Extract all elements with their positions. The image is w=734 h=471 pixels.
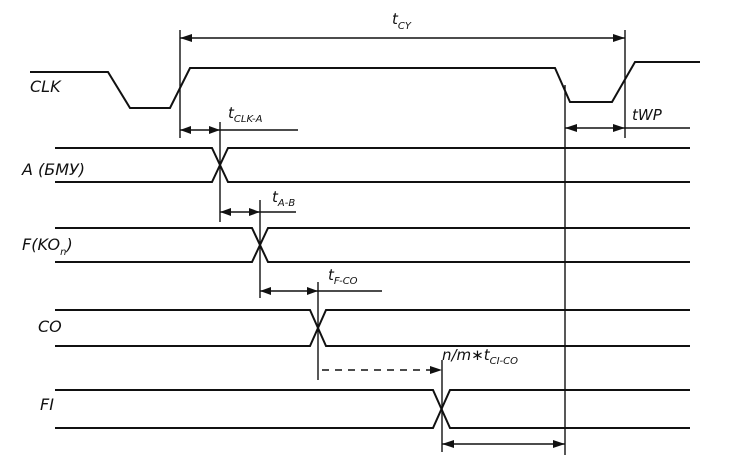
clk-waveform	[30, 61, 700, 109]
tcy-dimension	[180, 34, 625, 42]
tcy-label: tCY	[392, 10, 412, 32]
tfco-label-subscript: F-CO	[334, 276, 358, 287]
tci-co-label-subscript: CI-CO	[490, 356, 519, 367]
tfco-label-main: t	[328, 266, 335, 284]
f-signal-label-main: F(KO	[22, 235, 60, 254]
tfco-label: tF-CO	[328, 266, 358, 287]
reference-lines	[179, 30, 626, 455]
tfco-dimension	[260, 287, 382, 295]
tclka-dimension	[180, 126, 298, 134]
tci-co-dimension	[322, 366, 442, 374]
tcy-label-main: t	[392, 10, 399, 28]
fi-label: FI	[40, 395, 54, 414]
f-waveform	[55, 227, 690, 263]
tci-co-label-main: n/m∗t	[442, 346, 491, 364]
f-signal-label-subscript: n	[60, 247, 66, 258]
co-waveform	[55, 309, 690, 347]
tab-label: tA-B	[272, 188, 295, 209]
f-signal-label-close: )	[65, 235, 72, 254]
tab-label-subscript: A-B	[277, 198, 295, 209]
f-signal-label: F(KOn)	[22, 235, 73, 258]
co-label: CO	[38, 317, 62, 336]
twp-label: tWP	[632, 106, 663, 124]
tci-co-label: n/m∗tCI-CO	[442, 346, 518, 367]
tclka-label-subscript: CLK-A	[234, 114, 263, 125]
twp-dimension	[565, 124, 690, 132]
tab-dimension	[220, 208, 296, 216]
fi-setup-dimension	[442, 440, 565, 448]
tcy-label-subscript: CY	[398, 21, 412, 32]
clk-label: CLK	[30, 77, 62, 96]
fi-waveform	[55, 389, 690, 429]
tclka-label-main: t	[228, 104, 235, 122]
tab-label-main: t	[272, 188, 279, 206]
tclka-label: tCLK-A	[228, 104, 263, 125]
a-signal-label: A (БМУ)	[21, 160, 85, 179]
a-waveform	[55, 147, 690, 183]
